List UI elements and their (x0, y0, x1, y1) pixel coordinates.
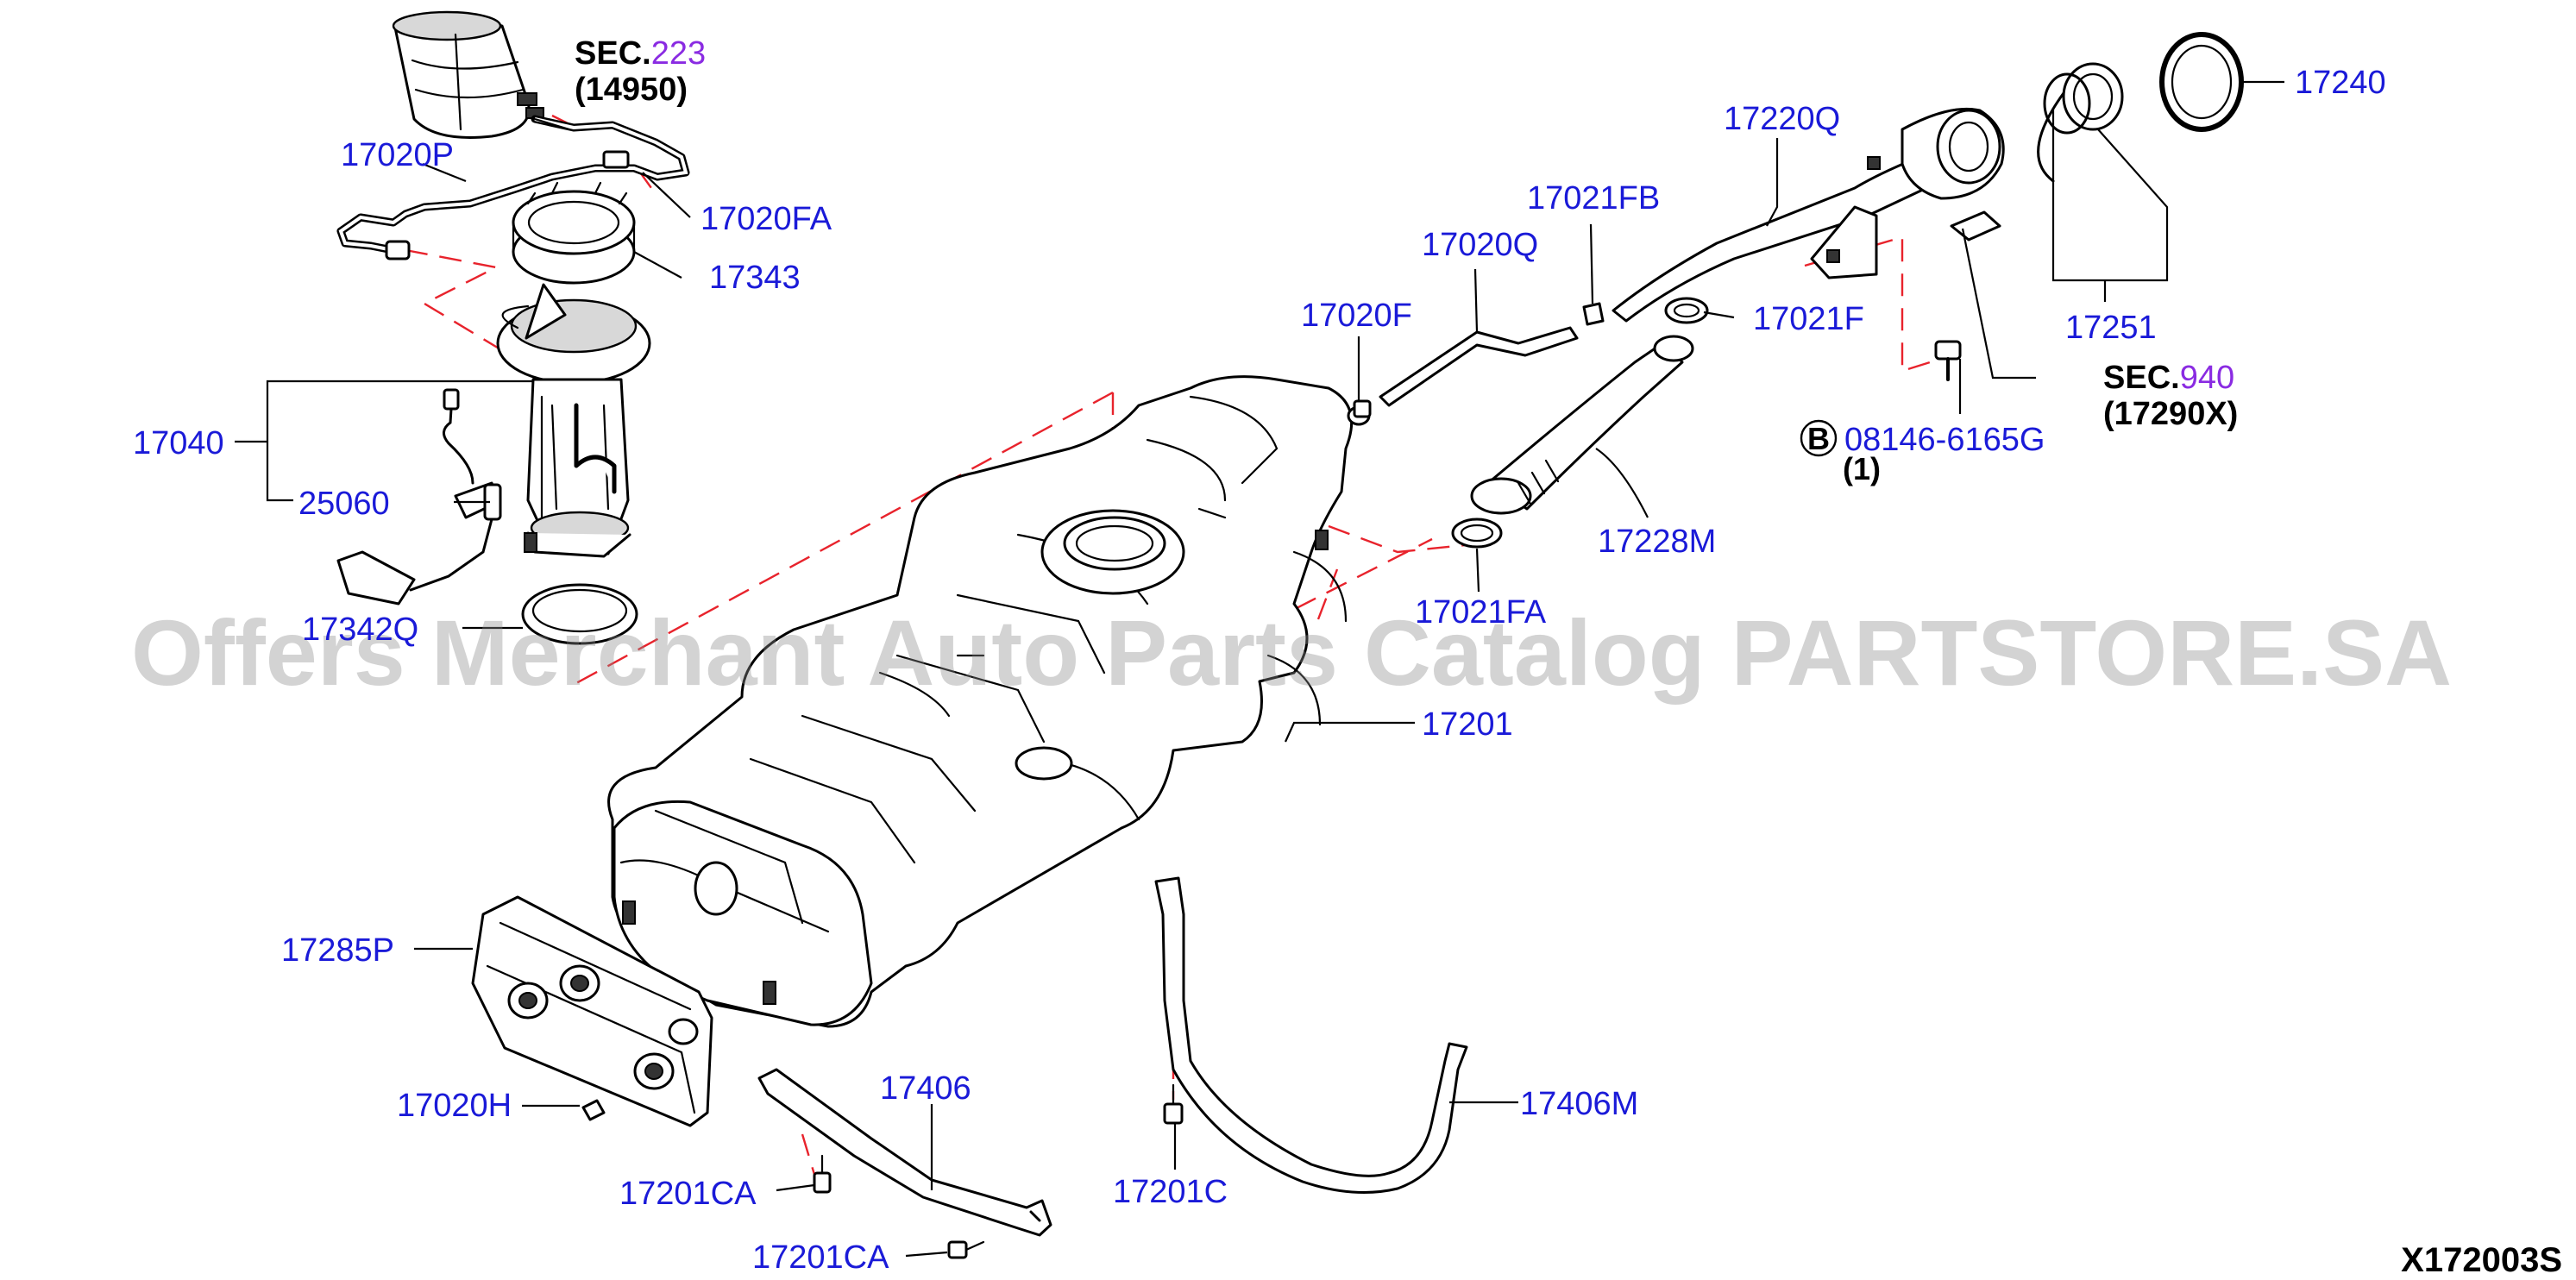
bolt-icon (813, 1083, 1184, 1259)
section-ref-canister-part: (14950) (575, 72, 688, 108)
fuel-cap-icon (2037, 62, 2124, 183)
fuel-hose-icon (1347, 107, 2005, 549)
heat-shield-icon (471, 895, 713, 1127)
watermark-text: Offers Merchant Auto Parts Catalog PARTS… (131, 600, 2452, 705)
evap-canister-icon (392, 10, 544, 139)
part-label-17228M[interactable]: 17228M (1598, 524, 1716, 560)
part-label-17201[interactable]: 17201 (1422, 706, 1513, 743)
bolt-ref[interactable]: B 08146-6165G (1) (1800, 419, 2045, 486)
part-label-17285P[interactable]: 17285P (281, 932, 394, 969)
part-label-17020F[interactable]: 17020F (1301, 298, 1412, 334)
part-label-17406[interactable]: 17406 (880, 1070, 971, 1107)
lock-ring-icon (512, 181, 636, 285)
section-ref-filler-door[interactable]: SEC.940 (2103, 360, 2234, 396)
diagram-code: X172003S (2401, 1241, 2562, 1279)
vapor-hose-icon (336, 115, 690, 260)
pump-gasket-icon (521, 583, 638, 645)
part-label-17020FA-top[interactable]: 17020FA (701, 201, 832, 237)
label-plate-icon (1950, 210, 2001, 242)
part-label-17020Q[interactable]: 17020Q (1422, 227, 1538, 263)
bolt-icon (581, 1099, 606, 1121)
tank-strap-icon (757, 1068, 1052, 1237)
part-label-17406M[interactable]: 17406M (1520, 1086, 1638, 1122)
part-label-17020P[interactable]: 17020P (341, 137, 454, 173)
bolt-symbol-circle (1800, 419, 1838, 457)
section-ref-filler-door-part: (17290X) (2103, 396, 2238, 432)
part-label-17220Q[interactable]: 17220Q (1724, 101, 1840, 137)
fuel-pump-module-icon (496, 283, 651, 558)
part-label-17020H[interactable]: 17020H (397, 1088, 512, 1124)
bolt-icon (1934, 340, 1962, 381)
part-label-17021FB[interactable]: 17021FB (1527, 180, 1660, 216)
fuel-level-sender-icon (336, 388, 502, 605)
part-label-17201CA-2[interactable]: 17201CA (752, 1239, 889, 1276)
part-label-17021F[interactable]: 17021F (1753, 301, 1864, 337)
part-label-17201CA-1[interactable]: 17201CA (619, 1176, 757, 1212)
bolt-part-number[interactable]: 08146-6165G (1844, 422, 2045, 458)
part-label-17021FA[interactable]: 17021FA (1415, 594, 1547, 631)
bolt-symbol: B (1807, 421, 1830, 456)
fuel-tank-icon (607, 375, 1354, 1028)
leader-lines (235, 80, 2284, 1258)
part-label-17040[interactable]: 17040 (133, 425, 224, 461)
filler-cap-ring-icon (2159, 32, 2244, 132)
part-label-17240[interactable]: 17240 (2295, 65, 2386, 101)
part-label-17342Q[interactable]: 17342Q (302, 612, 418, 648)
section-ref-canister[interactable]: SEC.223 (575, 35, 706, 72)
bolt-quantity: (1) (1843, 451, 1881, 486)
part-label-17251[interactable]: 17251 (2065, 310, 2157, 346)
part-label-17201C[interactable]: 17201C (1113, 1174, 1228, 1210)
part-label-25060[interactable]: 25060 (298, 486, 390, 522)
tank-strap-icon (1154, 876, 1468, 1194)
part-label-17343[interactable]: 17343 (709, 260, 801, 296)
